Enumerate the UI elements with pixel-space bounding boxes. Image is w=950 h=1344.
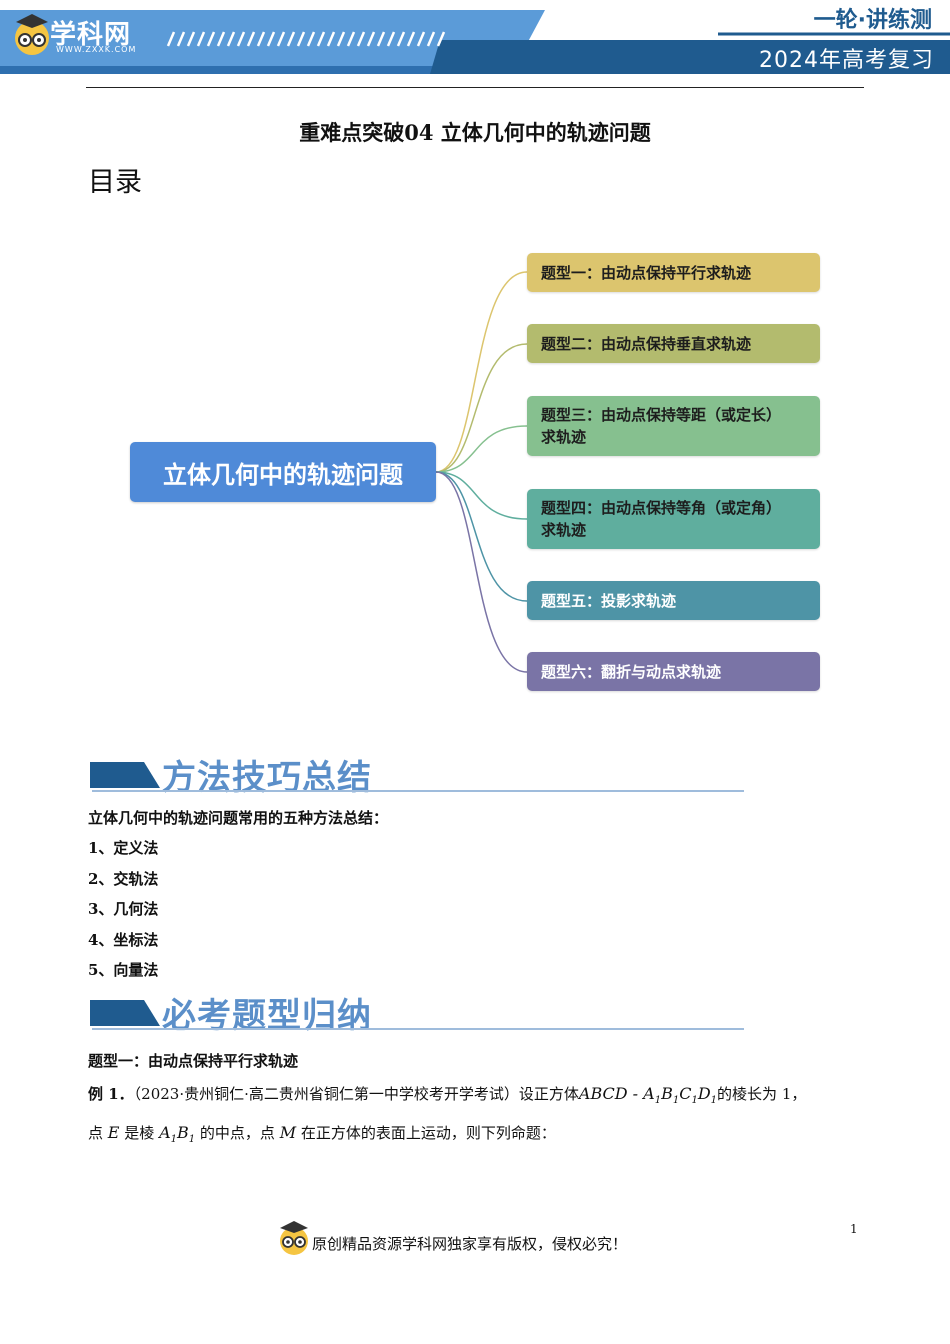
- mindmap-node-label: 题型二：由动点保持垂直求轨迹: [541, 334, 752, 353]
- mindmap-node-label-2: 求轨迹: [541, 521, 587, 539]
- mindmap-node-4: 题型四：由动点保持等角（或定角） 求轨迹: [527, 489, 820, 549]
- logo-name: 学科网: [50, 20, 132, 50]
- footer-copyright: 原创精品资源学科网独家享有版权，侵权必究！: [312, 1235, 628, 1253]
- methods-intro: 立体几何中的轨迹问题常用的五种方法总结：: [88, 809, 389, 827]
- series-label: 一轮·讲练测: [813, 8, 932, 33]
- mindmap-node-label: 题型三：由动点保持等距（或定长）: [541, 406, 782, 424]
- example-line-1: 例 1．（2023·贵州铜仁·高二贵州省铜仁第一中学校考开学考试）设正方体ABC…: [88, 1083, 806, 1106]
- header-banner: [0, 10, 950, 74]
- mindmap-root: 立体几何中的轨迹问题: [130, 442, 436, 502]
- mindmap-node-label: 题型五：投影求轨迹: [541, 591, 677, 610]
- logo-url: WWW.ZXXK.COM: [56, 45, 137, 54]
- page-number: 1: [850, 1222, 858, 1236]
- year-label: 2024年高考复习: [759, 48, 934, 73]
- header-rule: [86, 87, 864, 88]
- mindmap-node-label: 题型一：由动点保持平行求轨迹: [541, 263, 752, 282]
- point-m: M: [279, 1123, 297, 1142]
- method-item: 1、定义法: [88, 839, 159, 857]
- mindmap-node-label-2: 求轨迹: [541, 428, 587, 446]
- section-marker-icon: [90, 762, 160, 788]
- example-source: （2023·贵州铜仁·高二贵州省铜仁第一中学校考开学考试）设正方体: [133, 1085, 579, 1103]
- mindmap-node-label: 题型六：翻折与动点求轨迹: [541, 662, 722, 681]
- mindmap-node-2: 题型二：由动点保持垂直求轨迹: [527, 324, 820, 363]
- mindmap-connectors: [435, 271, 528, 673]
- cube-name: ABCD - A1B1C1D1: [578, 1084, 718, 1107]
- mindmap-node-3: 题型三：由动点保持等距（或定长） 求轨迹: [527, 396, 820, 456]
- method-item: 4、坐标法: [88, 931, 159, 949]
- edge-ab: A1B1: [159, 1123, 196, 1146]
- footer-owl-icon: [280, 1221, 308, 1255]
- point-e: E: [107, 1123, 120, 1142]
- mindmap-node-6: 题型六：翻折与动点求轨迹: [527, 652, 820, 691]
- method-item: 3、几何法: [88, 900, 159, 918]
- method-item: 5、向量法: [88, 961, 159, 979]
- example-line-2: 点 E 是棱 A1B1 的中点，点 M 在正方体的表面上运动，则下列命题：: [88, 1123, 556, 1146]
- mindmap-node-5: 题型五：投影求轨迹: [527, 581, 820, 620]
- section-underline: [92, 1028, 744, 1030]
- toc-heading: 目录: [88, 167, 142, 198]
- type-heading: 题型一：由动点保持平行求轨迹: [88, 1052, 299, 1070]
- section-marker-icon: [90, 1000, 160, 1026]
- document-title: 重难点突破04 立体几何中的轨迹问题: [299, 120, 651, 145]
- owl-logo-icon: [15, 14, 49, 55]
- mindmap-node-label: 题型四：由动点保持等角（或定角）: [541, 499, 782, 517]
- method-item: 2、交轨法: [88, 870, 159, 888]
- example-text: 的棱长为 1，: [717, 1085, 807, 1103]
- mindmap-node-1: 题型一：由动点保持平行求轨迹: [527, 253, 820, 292]
- example-label: 例 1．: [88, 1085, 134, 1103]
- section-underline: [92, 790, 744, 792]
